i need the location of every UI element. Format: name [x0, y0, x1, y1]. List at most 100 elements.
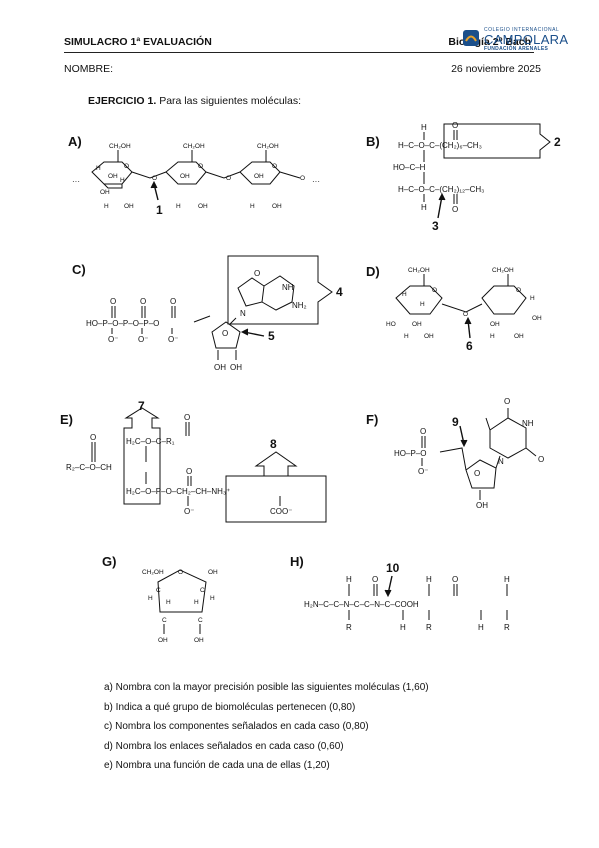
marker-4: 4 — [336, 285, 343, 299]
svg-text:OH: OH — [124, 203, 134, 210]
svg-text:H: H — [426, 575, 432, 584]
label-f: F) — [366, 412, 378, 427]
svg-text:NH₂: NH₂ — [292, 301, 307, 310]
svg-text:O: O — [152, 175, 157, 182]
svg-text:R: R — [346, 623, 352, 632]
svg-text:H: H — [346, 575, 352, 584]
svg-text:O: O — [463, 311, 468, 318]
svg-text:N: N — [498, 457, 504, 466]
question-c: c) Nombra los componentes señalados en c… — [104, 721, 369, 733]
label-g: G) — [102, 554, 116, 569]
svg-text:C: C — [198, 617, 203, 624]
svg-text:H: H — [404, 333, 409, 340]
molecule-b-triglyceride: H H–C–O–C–(CH₂)₆–CH₃ HO–C–H H–C–O–C–(CH₂… — [393, 121, 561, 233]
svg-text:HO: HO — [386, 321, 396, 328]
logo-line-1: COLEGIO INTERNACIONAL — [484, 27, 560, 33]
exam-date: 26 noviembre 2025 — [451, 63, 541, 75]
label-a: A) — [68, 134, 82, 149]
svg-text:OH: OH — [198, 203, 208, 210]
svg-text:O: O — [178, 569, 183, 576]
svg-text:···: ··· — [312, 177, 320, 186]
svg-text:O: O — [372, 575, 378, 584]
svg-text:CH₂OH: CH₂OH — [142, 569, 164, 576]
svg-text:R: R — [504, 623, 510, 632]
marker-1: 1 — [156, 203, 163, 217]
svg-text:OH: OH — [208, 569, 218, 576]
svg-text:H: H — [120, 177, 125, 184]
svg-text:H: H — [478, 623, 484, 632]
svg-text:O: O — [538, 455, 544, 464]
marker-8: 8 — [270, 437, 277, 451]
svg-text:O: O — [254, 269, 260, 278]
svg-text:OH: OH — [180, 173, 190, 180]
svg-text:O: O — [110, 297, 116, 306]
logo-line-3: FUNDACIÓN ARENALES — [484, 46, 549, 52]
svg-text:O⁻: O⁻ — [108, 335, 118, 344]
svg-text:O: O — [504, 397, 510, 406]
svg-text:OH: OH — [108, 173, 118, 180]
svg-text:OH: OH — [254, 173, 264, 180]
svg-text:H: H — [490, 333, 495, 340]
svg-text:CH₂OH: CH₂OH — [257, 143, 279, 150]
molecule-f-deoxynucleotide: HO–P–O O O⁻ O OH O NH O N 9 — [394, 397, 544, 510]
svg-text:O: O — [186, 467, 192, 476]
svg-text:CH₂OH: CH₂OH — [183, 143, 205, 150]
svg-text:OH: OH — [230, 363, 242, 372]
svg-text:OH: OH — [158, 637, 168, 644]
svg-text:OH: OH — [424, 333, 434, 340]
svg-text:C: C — [200, 587, 205, 594]
svg-text:OH: OH — [476, 501, 488, 510]
svg-text:CH₂OH: CH₂OH — [109, 143, 131, 150]
svg-text:HO–P–O: HO–P–O — [394, 449, 426, 458]
svg-text:H: H — [166, 599, 171, 606]
marker-5: 5 — [268, 329, 275, 343]
marker-9: 9 — [452, 415, 459, 429]
svg-text:O: O — [90, 433, 96, 442]
svg-text:OH: OH — [490, 321, 500, 328]
name-label: NOMBRE: — [64, 63, 114, 75]
svg-text:O⁻: O⁻ — [138, 335, 148, 344]
svg-text:H–C–O–C–(CH₂)₆–CH₃: H–C–O–C–(CH₂)₆–CH₃ — [398, 141, 482, 150]
question-d: d) Nombra los enlaces señalados en cada … — [104, 740, 344, 752]
svg-text:H₂C–O–C–R₁: H₂C–O–C–R₁ — [126, 437, 175, 446]
marker-2: 2 — [554, 135, 561, 149]
marker-10: 10 — [386, 561, 400, 575]
svg-text:O: O — [516, 287, 521, 294]
svg-text:H: H — [504, 575, 510, 584]
svg-text:R: R — [426, 623, 432, 632]
svg-text:OH: OH — [194, 637, 204, 644]
svg-text:OH: OH — [214, 363, 226, 372]
svg-text:O: O — [420, 427, 426, 436]
molecule-g-furanose: O CH₂OH OH H H C C H H C C OH OH — [142, 569, 218, 644]
svg-text:OH: OH — [272, 203, 282, 210]
exercise-prompt: Para las siguientes moléculas: — [159, 95, 302, 107]
svg-text:N: N — [240, 309, 246, 318]
svg-text:H: H — [96, 165, 101, 172]
svg-text:C: C — [156, 587, 161, 594]
question-a: a) Nombra con la mayor precisión posible… — [104, 682, 429, 693]
svg-text:H: H — [530, 295, 535, 302]
school-logo: COLEGIO INTERNACIONAL CAMPOLARA FUNDACIÓ… — [462, 27, 572, 53]
label-e: E) — [60, 412, 73, 427]
svg-text:O: O — [184, 413, 190, 422]
svg-text:H: H — [176, 203, 181, 210]
svg-text:H: H — [104, 203, 109, 210]
svg-text:H: H — [420, 301, 425, 308]
svg-text:H: H — [250, 203, 255, 210]
svg-text:H: H — [148, 595, 153, 602]
svg-text:HO–C–H: HO–C–H — [393, 163, 426, 172]
header-divider — [64, 52, 534, 53]
svg-text:O: O — [452, 575, 458, 584]
svg-text:O: O — [124, 163, 129, 170]
svg-text:H: H — [210, 595, 215, 602]
svg-text:OH: OH — [514, 333, 524, 340]
svg-text:OH: OH — [100, 189, 110, 196]
svg-text:OH: OH — [412, 321, 422, 328]
svg-text:O: O — [452, 121, 458, 130]
exam-title: SIMULACRO 1ª EVALUACIÓN — [64, 36, 212, 48]
marker-3: 3 — [432, 219, 439, 233]
marker-7: 7 — [138, 399, 145, 413]
label-c: C) — [72, 262, 86, 277]
svg-text:H: H — [400, 623, 406, 632]
